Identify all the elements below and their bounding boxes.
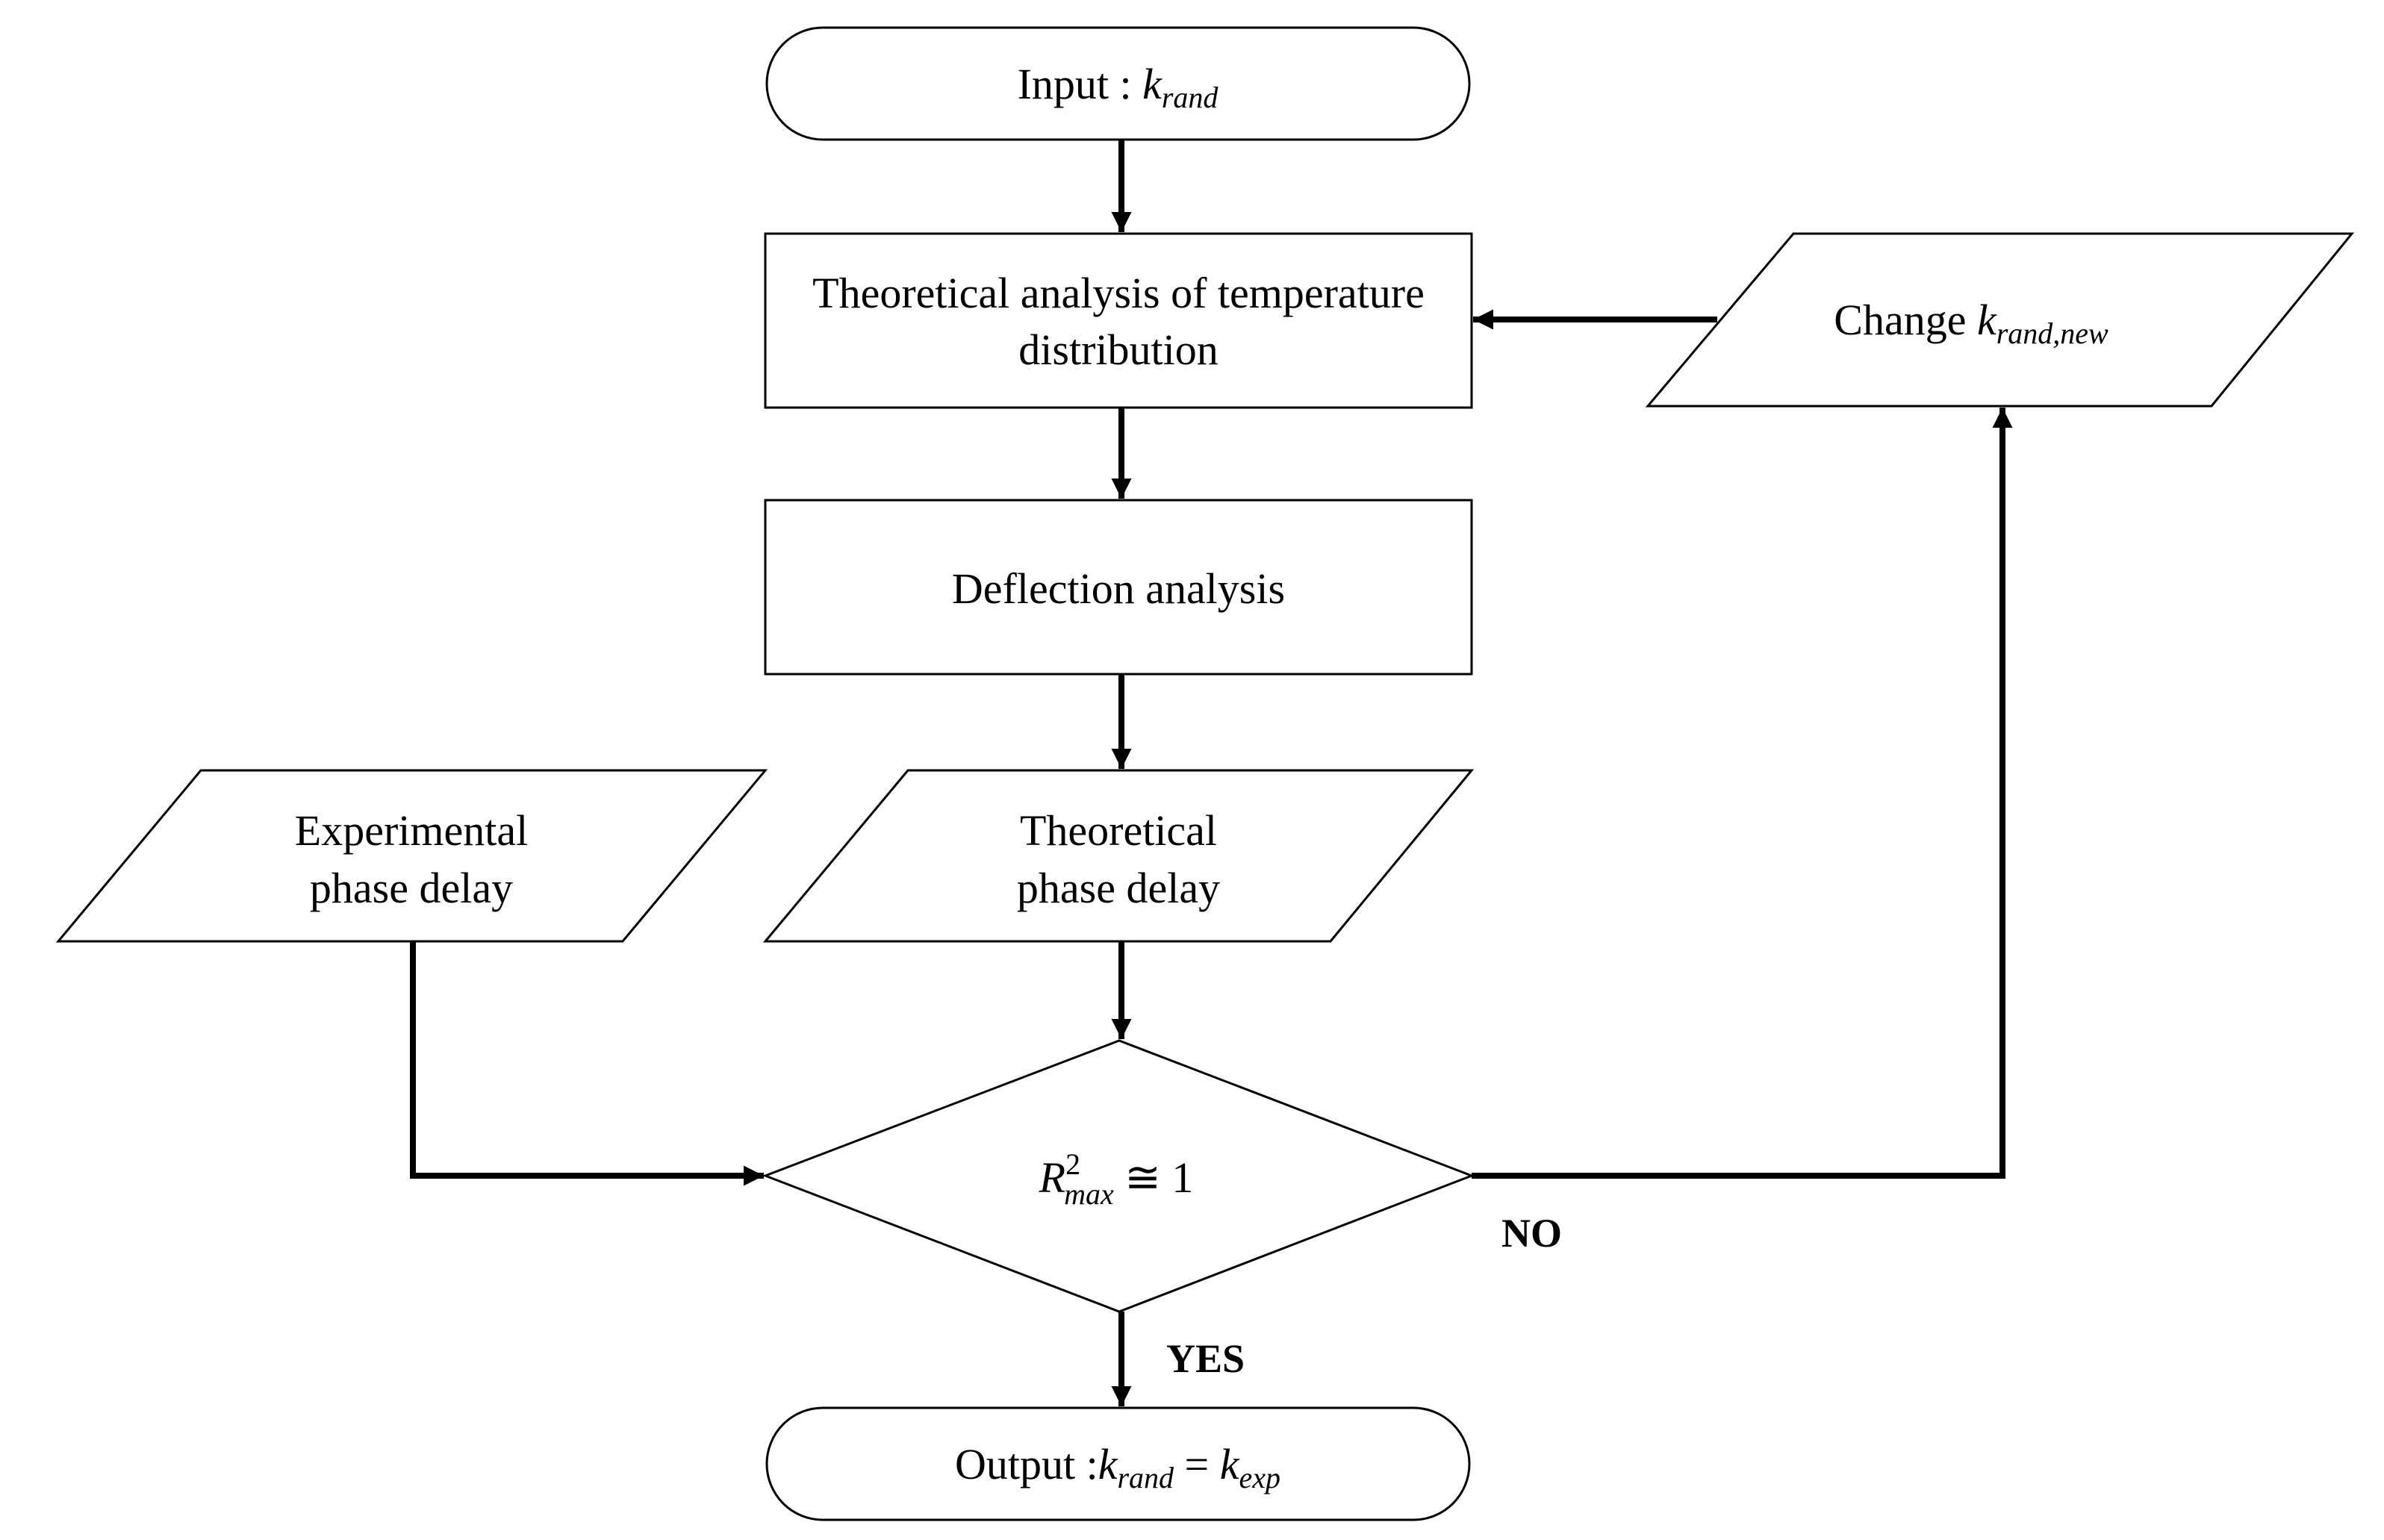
deflection-analysis-process: Deflection analysis [764,499,1473,676]
experimental-phase-delay-data: Experimental phase delay [55,769,768,943]
no-label: NO [1501,1211,1562,1256]
arrow-experimental-to-decision [410,941,764,1186]
change-k-label: Change krand,new [1834,296,2108,350]
yes-label: YES [1166,1336,1245,1381]
theoretical-delay-line1: Theoretical [1020,806,1217,855]
output-terminator: Output :krand = kexp [765,1406,1471,1521]
theoretical-analysis-process: Theoretical analysis of temperature dist… [764,232,1473,409]
output-label: Output :krand = kexp [955,1440,1280,1494]
theoretical-analysis-line2: distribution [1018,325,1218,374]
deflection-analysis-label: Deflection analysis [952,564,1285,613]
theoretical-analysis-line1: Theoretical analysis of temperature [812,269,1425,317]
input-label: Input : krand [1018,60,1219,114]
theoretical-delay-line2: phase delay [1017,864,1220,912]
theoretical-phase-delay-data: Theoretical phase delay [762,769,1475,943]
experimental-line2: phase delay [310,864,513,912]
input-terminator: Input : krand [765,26,1471,141]
arrow-decision-no-to-change [1472,408,2013,1179]
change-k-data: Change krand,new [1645,232,2355,408]
experimental-line1: Experimental [295,806,528,855]
